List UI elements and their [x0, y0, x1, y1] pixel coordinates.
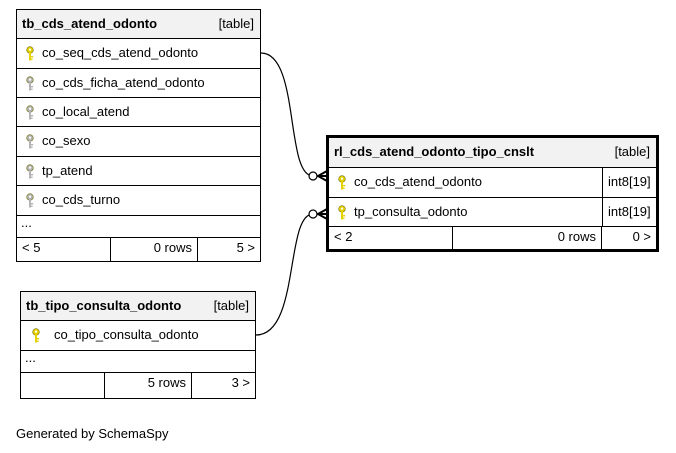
primary-key-icon	[31, 328, 41, 344]
row-count: 5 rows	[105, 373, 192, 398]
column-row[interactable]: co_cds_turno	[17, 186, 260, 216]
key-icon	[25, 105, 35, 121]
children-link[interactable]: 5 >	[236, 240, 255, 255]
table-header[interactable]: tb_tipo_consulta_odonto [table]	[21, 292, 255, 321]
key-icon	[25, 164, 35, 180]
more-columns: ...	[21, 351, 255, 373]
row-count: 0 rows	[453, 227, 602, 249]
parents-link[interactable]: < 2	[329, 227, 453, 249]
table-tb-tipo-consulta-odonto[interactable]: tb_tipo_consulta_odonto [table] co_tipo_…	[20, 291, 256, 399]
column-type: int8[19]	[602, 168, 656, 197]
fk-line-atend	[260, 52, 314, 177]
table-header[interactable]: rl_cds_atend_odonto_tipo_cnslt [table]	[329, 138, 656, 168]
key-icon	[25, 134, 35, 150]
column-name[interactable]: co_local_atend	[42, 104, 130, 119]
fk-end-circle-tipo	[308, 209, 318, 219]
row-count: 0 rows	[111, 238, 198, 261]
table-kind: [table]	[614, 144, 650, 159]
column-name[interactable]: tp_consulta_odonto	[354, 204, 468, 219]
table-footer: < 5 0 rows 5 >	[17, 238, 260, 261]
column-row[interactable]: co_tipo_consulta_odonto	[21, 321, 255, 351]
key-icon	[25, 193, 35, 209]
table-name[interactable]: tb_cds_atend_odonto	[22, 16, 158, 31]
column-row[interactable]: co_seq_cds_atend_odonto	[17, 39, 260, 69]
fk-line-tipo	[255, 213, 314, 336]
column-name[interactable]: co_seq_cds_atend_odonto	[42, 45, 199, 60]
generated-by-label: Generated by SchemaSpy	[16, 426, 169, 441]
primary-key-icon	[337, 175, 347, 191]
column-row[interactable]: co_cds_ficha_atend_odonto	[17, 69, 260, 98]
column-name[interactable]: co_cds_atend_odonto	[354, 174, 482, 189]
column-type: int8[19]	[602, 198, 656, 226]
children-link[interactable]: 3 >	[231, 375, 250, 390]
column-name[interactable]: co_tipo_consulta_odonto	[54, 327, 199, 342]
column-row[interactable]: co_local_atend	[17, 98, 260, 127]
column-row[interactable]: co_sexo	[17, 127, 260, 157]
table-kind: [table]	[218, 16, 254, 31]
table-name[interactable]: rl_cds_atend_odonto_tipo_cnslt	[334, 144, 535, 159]
table-name[interactable]: tb_tipo_consulta_odonto	[26, 298, 182, 313]
fk-end-circle-atend	[308, 171, 318, 181]
primary-key-icon	[337, 205, 347, 221]
table-rl-cds-atend-odonto-tipo-cnslt[interactable]: rl_cds_atend_odonto_tipo_cnslt [table] c…	[326, 135, 659, 252]
column-name[interactable]: co_cds_turno	[42, 192, 121, 207]
parents-link[interactable]	[21, 373, 105, 398]
more-columns: ...	[17, 216, 260, 238]
fk-crowfoot-tipo	[317, 208, 328, 220]
table-header[interactable]: tb_cds_atend_odonto [table]	[17, 10, 260, 39]
column-row[interactable]: co_cds_atend_odonto int8[19]	[329, 168, 656, 198]
table-tb-cds-atend-odonto[interactable]: tb_cds_atend_odonto [table] co_seq_cds_a…	[16, 9, 261, 262]
column-row[interactable]: tp_atend	[17, 157, 260, 186]
column-name[interactable]: co_cds_ficha_atend_odonto	[42, 75, 205, 90]
column-row[interactable]: tp_consulta_odonto int8[19]	[329, 198, 656, 227]
fk-crowfoot-atend	[317, 170, 328, 182]
primary-key-icon	[25, 46, 35, 62]
parents-link[interactable]: < 5	[17, 238, 111, 261]
column-name[interactable]: tp_atend	[42, 163, 93, 178]
column-name[interactable]: co_sexo	[42, 133, 91, 148]
children-link[interactable]: 0 >	[632, 229, 651, 244]
table-kind: [table]	[213, 298, 249, 313]
table-footer: 5 rows 3 >	[21, 373, 255, 398]
table-footer: < 2 0 rows 0 >	[329, 227, 656, 249]
key-icon	[25, 76, 35, 92]
